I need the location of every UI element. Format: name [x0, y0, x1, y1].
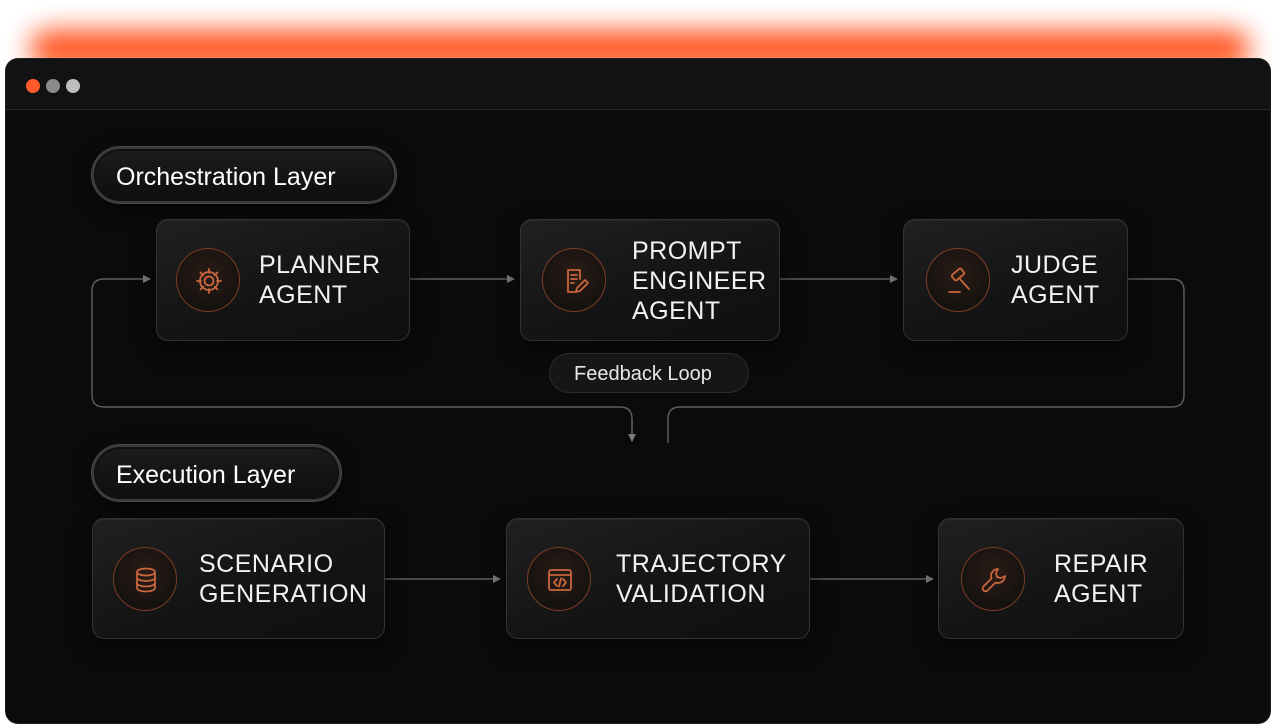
prompt-engineer-agent-label: PROMPT ENGINEER AGENT	[632, 236, 767, 326]
planner-agent-node[interactable]: PLANNER AGENT	[156, 219, 410, 341]
gear-icon	[196, 268, 222, 294]
app-window: Orchestration Layer PLANNER AGENT	[6, 59, 1270, 723]
icon-badge	[961, 547, 1025, 611]
label-line: AGENT	[632, 297, 721, 325]
edge-judge-feedback-return	[667, 278, 1185, 443]
icon-badge	[926, 248, 990, 312]
document-pencil-icon	[567, 269, 589, 293]
label-line: VALIDATION	[616, 580, 766, 608]
maximize-window-dot[interactable]	[66, 79, 80, 93]
wrench-icon	[981, 568, 1006, 593]
icon-badge	[176, 248, 240, 312]
scenario-generation-label: SCENARIO GENERATION	[199, 549, 367, 609]
trajectory-validation-node[interactable]: TRAJECTORY VALIDATION	[506, 518, 810, 639]
label-line: JUDGE	[1011, 251, 1099, 279]
icon-badge	[113, 547, 177, 611]
feedback-loop-label: Feedback Loop	[549, 353, 749, 393]
database-icon	[136, 567, 156, 593]
judge-agent-node[interactable]: JUDGE AGENT	[903, 219, 1128, 341]
edge-feedback-to-planner	[91, 275, 633, 441]
gavel-icon	[948, 267, 970, 293]
planner-agent-label: PLANNER AGENT	[259, 250, 381, 310]
title-bar	[6, 59, 1270, 110]
prompt-engineer-agent-node[interactable]: PROMPT ENGINEER AGENT	[520, 219, 780, 341]
scenario-generation-node[interactable]: SCENARIO GENERATION	[92, 518, 385, 639]
execution-layer-label: Execution Layer	[92, 445, 341, 501]
label-line: TRAJECTORY	[616, 550, 787, 578]
label-line: AGENT	[259, 281, 348, 309]
icon-badge	[542, 248, 606, 312]
close-window-dot[interactable]	[26, 79, 40, 93]
connector-lines	[91, 275, 1185, 583]
label-line: REPAIR	[1054, 550, 1149, 578]
orchestration-layer-label: Orchestration Layer	[92, 147, 396, 203]
label-line: PLANNER	[259, 251, 381, 279]
judge-agent-label: JUDGE AGENT	[1011, 250, 1100, 310]
repair-agent-label: REPAIR AGENT	[1054, 549, 1148, 609]
trajectory-validation-label: TRAJECTORY VALIDATION	[616, 549, 787, 609]
code-window-icon	[548, 569, 572, 591]
label-line: ENGINEER	[632, 267, 767, 295]
label-line: PROMPT	[632, 237, 742, 265]
repair-agent-node[interactable]: REPAIR AGENT	[938, 518, 1184, 639]
label-line: AGENT	[1011, 281, 1100, 309]
icon-badge	[527, 547, 591, 611]
label-line: SCENARIO	[199, 550, 334, 578]
label-line: GENERATION	[199, 580, 368, 608]
label-line: AGENT	[1054, 580, 1143, 608]
minimize-window-dot[interactable]	[46, 79, 60, 93]
